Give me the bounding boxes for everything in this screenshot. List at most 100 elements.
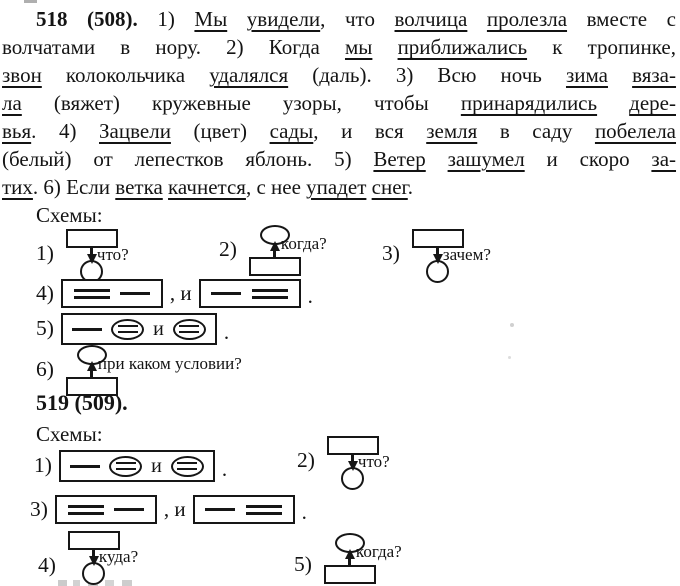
period-text: . (223, 319, 230, 344)
schemes-label: Схемы: (36, 422, 103, 446)
underlined-word: звон (2, 63, 42, 87)
scheme-518-3: 3) зачем? (382, 229, 491, 283)
text-segment: , с нее (245, 175, 307, 199)
main-clause-box (65, 229, 118, 248)
predicate-line (117, 325, 138, 333)
conjunction-text: и (151, 454, 162, 477)
exercise-518-text: 518 (508). 1) Мы увидели, что волчица пр… (2, 5, 676, 229)
underlined-word: Зацвели (99, 119, 171, 143)
subject-line (205, 508, 236, 511)
homogeneous-predicate-oval (111, 318, 145, 340)
scheme-518-6: 6) при каком условии? (36, 345, 242, 396)
text-segment: и скоро (524, 147, 652, 171)
text-segment: в саду (477, 119, 595, 143)
underlined-word: вья (2, 119, 32, 143)
predicate-line (73, 288, 110, 299)
underlined-word: ветка (115, 175, 163, 199)
text-segment: . 6) Если (32, 175, 116, 199)
scheme-number: 5) (294, 551, 312, 576)
scan-artifact (24, 0, 37, 3)
clause-box (54, 495, 157, 524)
scheme-number: 3) (382, 241, 400, 265)
scheme-number: 1) (34, 453, 52, 478)
text-segment: (цвет) (170, 119, 270, 143)
scheme-number: 1) (36, 241, 54, 265)
text-line: Схемы: (2, 201, 676, 229)
separator-text: , и (163, 497, 186, 521)
text-segment: Схемы: (36, 203, 103, 227)
underlined-word: дере- (629, 91, 676, 115)
text-segment: к тропинке, (527, 35, 676, 59)
question-label: когда? (355, 542, 402, 561)
homogeneous-predicate-oval (170, 455, 204, 477)
clause-box-homogeneous: и (60, 313, 217, 345)
underlined-word: вяза- (632, 63, 677, 87)
subordinate-clause-diagram: что? (326, 436, 390, 490)
period-text: . (307, 284, 313, 308)
scheme-519-2: 2) что? (297, 436, 390, 490)
predicate-line (245, 504, 282, 515)
question-label: когда? (280, 234, 327, 253)
underlined-word: ла (2, 91, 22, 115)
scheme-number: 3) (30, 496, 48, 521)
exercise-519-heading: 519 (509). (36, 390, 128, 415)
underlined-word: зашумел (447, 147, 525, 171)
main-clause-box (323, 565, 376, 584)
underlined-word: снег (371, 175, 408, 199)
question-label: при каком условии? (97, 354, 242, 373)
scheme-number: 4) (36, 280, 54, 305)
scheme-518-4: 4) , и . (36, 278, 313, 309)
text-line: ла (вяжет) кружевные узоры, чтобы принар… (2, 89, 676, 117)
arrow-down-icon (86, 248, 97, 264)
underlined-word: мы (344, 35, 373, 59)
text-segment (467, 7, 487, 31)
scan-artifact (508, 356, 511, 359)
scheme-number: 4) (38, 552, 56, 577)
text-segment: (вяжет) кружевные узоры, чтобы (21, 91, 461, 115)
arrow-up-icon (86, 361, 97, 377)
text-segment: , и вся (313, 119, 427, 143)
page-cut-text-artifact (58, 580, 190, 586)
subject-line (71, 327, 102, 331)
text-segment (608, 63, 632, 87)
text-segment: (белый) от лепестков яблонь. 5) (2, 147, 374, 171)
homogeneous-predicate-oval (109, 455, 143, 477)
subject-line (114, 508, 145, 511)
underlined-word: принарядились (460, 91, 598, 115)
subject-line (69, 464, 100, 468)
predicate-line (251, 288, 288, 299)
main-clause-box (67, 531, 120, 550)
question-label: что? (96, 245, 129, 264)
subject-line (120, 292, 151, 295)
underlined-word: удалялся (209, 63, 289, 87)
text-line: звон колокольчика удалялся (даль). 3) Вс… (2, 61, 676, 89)
subordinate-clause-diagram: когда? (248, 225, 327, 276)
scheme-number: 5) (36, 316, 54, 341)
clause-box (60, 279, 163, 308)
conjunction-text: и (153, 317, 164, 340)
scheme-number: 6) (36, 357, 54, 381)
main-clause-box (326, 436, 379, 455)
clause-box-homogeneous: и (58, 450, 215, 482)
text-segment: вместе с (567, 7, 676, 31)
question-label: что? (357, 452, 390, 471)
scheme-518-2: 2) когда? (219, 225, 327, 276)
text-segment: . (407, 175, 414, 199)
underlined-word: побелела (594, 119, 677, 143)
text-line: 518 (508). 1) Мы увидели, что волчица пр… (2, 5, 676, 33)
arrow-up-icon (269, 241, 280, 257)
arrow-down-icon (88, 550, 99, 566)
underlined-word: пролезла (486, 7, 568, 31)
underlined-word: земля (426, 119, 478, 143)
underlined-word: упадет (306, 175, 367, 199)
subordinate-clause-diagram: куда? (67, 531, 138, 585)
text-segment: 1) (137, 7, 195, 31)
underlined-word: тих (2, 175, 33, 199)
underlined-word: качнется (168, 175, 246, 199)
underlined-word: Ветер (373, 147, 426, 171)
question-label: куда? (98, 547, 139, 566)
underlined-word: сады (269, 119, 314, 143)
main-clause-box (248, 257, 301, 276)
text-segment: колокольчика (41, 63, 210, 87)
